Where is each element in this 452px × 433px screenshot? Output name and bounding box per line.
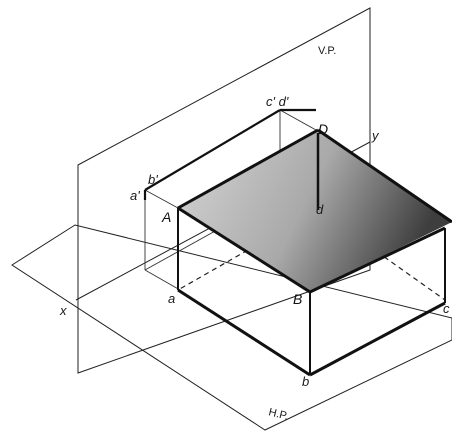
vertical-plane — [77, 7, 371, 374]
front-view-outline — [143, 108, 316, 200]
b-prime-label: b' — [148, 172, 158, 187]
x-label: x — [59, 303, 67, 318]
D-label: D — [318, 121, 328, 137]
hidden-edges — [177, 209, 446, 301]
horizontal-plane — [11, 224, 452, 431]
A-label: A — [161, 209, 171, 225]
c-prime-d-prime-label: c' d' — [266, 94, 289, 109]
vp-label: V.P. — [318, 45, 336, 57]
hp-label: H.P. — [267, 406, 289, 422]
a-prime-label: a' — [130, 188, 140, 203]
a-label: a — [168, 291, 175, 306]
solid-vertical-edges — [177, 208, 446, 375]
y-label: y — [371, 128, 380, 143]
shaded-top-face — [178, 130, 452, 292]
d-label: d — [316, 202, 324, 217]
c-label: c — [443, 301, 450, 316]
B-label: B — [293, 291, 302, 307]
b-label: b — [302, 374, 309, 389]
solid-visible-edges — [177, 128, 452, 377]
